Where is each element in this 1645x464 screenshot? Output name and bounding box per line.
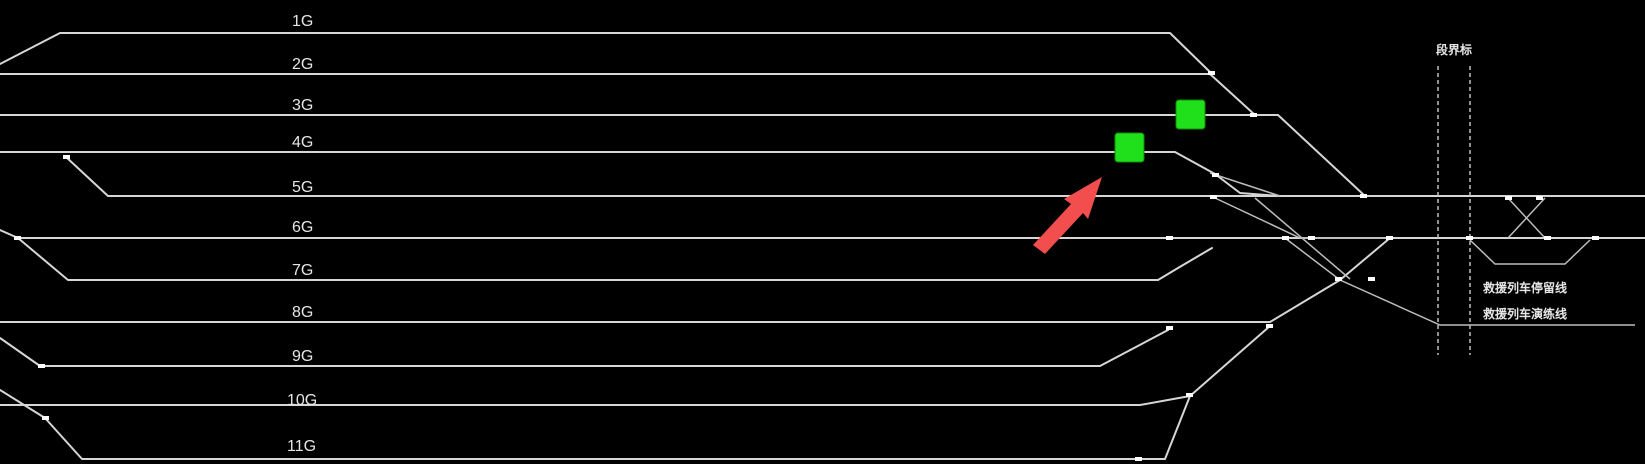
junction-node bbox=[42, 416, 49, 420]
track-label-7g: 7G bbox=[292, 262, 313, 279]
siding-label-drill: 救援列车演练线 bbox=[1483, 306, 1567, 321]
annotation-arrow bbox=[1033, 177, 1102, 254]
crossover-4 bbox=[1284, 237, 1635, 326]
track-label-6g: 6G bbox=[292, 219, 313, 236]
junction-node bbox=[38, 364, 45, 368]
junction-node bbox=[1282, 236, 1289, 240]
junction-node bbox=[1335, 277, 1342, 281]
track-label-4g: 4G bbox=[292, 134, 313, 151]
junction-node bbox=[1212, 173, 1219, 177]
junction-node bbox=[1250, 113, 1257, 117]
track-5g bbox=[65, 156, 1366, 197]
junction-node bbox=[1166, 326, 1173, 330]
junction-node bbox=[1466, 236, 1473, 240]
track-9g bbox=[0, 329, 1169, 367]
junction-node bbox=[1208, 71, 1215, 75]
junction-node bbox=[14, 236, 21, 240]
junction-node bbox=[1386, 236, 1393, 240]
junction-node bbox=[1266, 324, 1273, 328]
junction-node bbox=[1592, 236, 1599, 240]
track-label-10g: 10G bbox=[287, 392, 317, 409]
signals bbox=[1114, 99, 1206, 163]
junction-node bbox=[1360, 194, 1367, 198]
signal-a[interactable] bbox=[1114, 132, 1145, 163]
junction-node bbox=[1505, 196, 1512, 200]
x-crossover-b bbox=[1507, 197, 1546, 239]
siding-label-stop: 救援列车停留线 bbox=[1483, 280, 1567, 295]
track-8g bbox=[0, 237, 1391, 323]
junction-node bbox=[1368, 277, 1375, 281]
track-label-11g: 11G bbox=[287, 438, 316, 455]
junction-node bbox=[1536, 196, 1543, 200]
track-10g bbox=[0, 325, 1271, 406]
arrow-icon bbox=[1033, 177, 1102, 254]
signal-b[interactable] bbox=[1175, 99, 1206, 130]
boundary-label: 段界标 bbox=[1436, 42, 1472, 57]
junction-node bbox=[1308, 236, 1315, 240]
stop-siding bbox=[1469, 239, 1591, 265]
track-label-8g: 8G bbox=[292, 304, 313, 321]
track-11g bbox=[0, 389, 1191, 460]
junction-nodes bbox=[14, 71, 1599, 461]
track-label-1g: 1G bbox=[292, 13, 313, 30]
boundary-markers bbox=[1437, 66, 1471, 355]
track-label-9g: 9G bbox=[292, 348, 313, 365]
junction-node bbox=[1166, 236, 1173, 240]
track-label-3g: 3G bbox=[292, 97, 313, 114]
junction-node bbox=[1186, 393, 1193, 397]
track-7g bbox=[17, 237, 1213, 281]
track-labels: 1G 2G 3G 4G 5G 6G 7G 8G 9G 10G 11G bbox=[287, 13, 317, 455]
crossover-1 bbox=[1209, 172, 1281, 197]
junction-node bbox=[1544, 236, 1551, 240]
junction-node bbox=[1210, 195, 1217, 199]
track-label-5g: 5G bbox=[292, 179, 313, 196]
track-1g bbox=[0, 32, 1211, 73]
junction-node bbox=[63, 155, 70, 159]
junction-node bbox=[1135, 457, 1142, 461]
track-label-2g: 2G bbox=[292, 56, 313, 73]
